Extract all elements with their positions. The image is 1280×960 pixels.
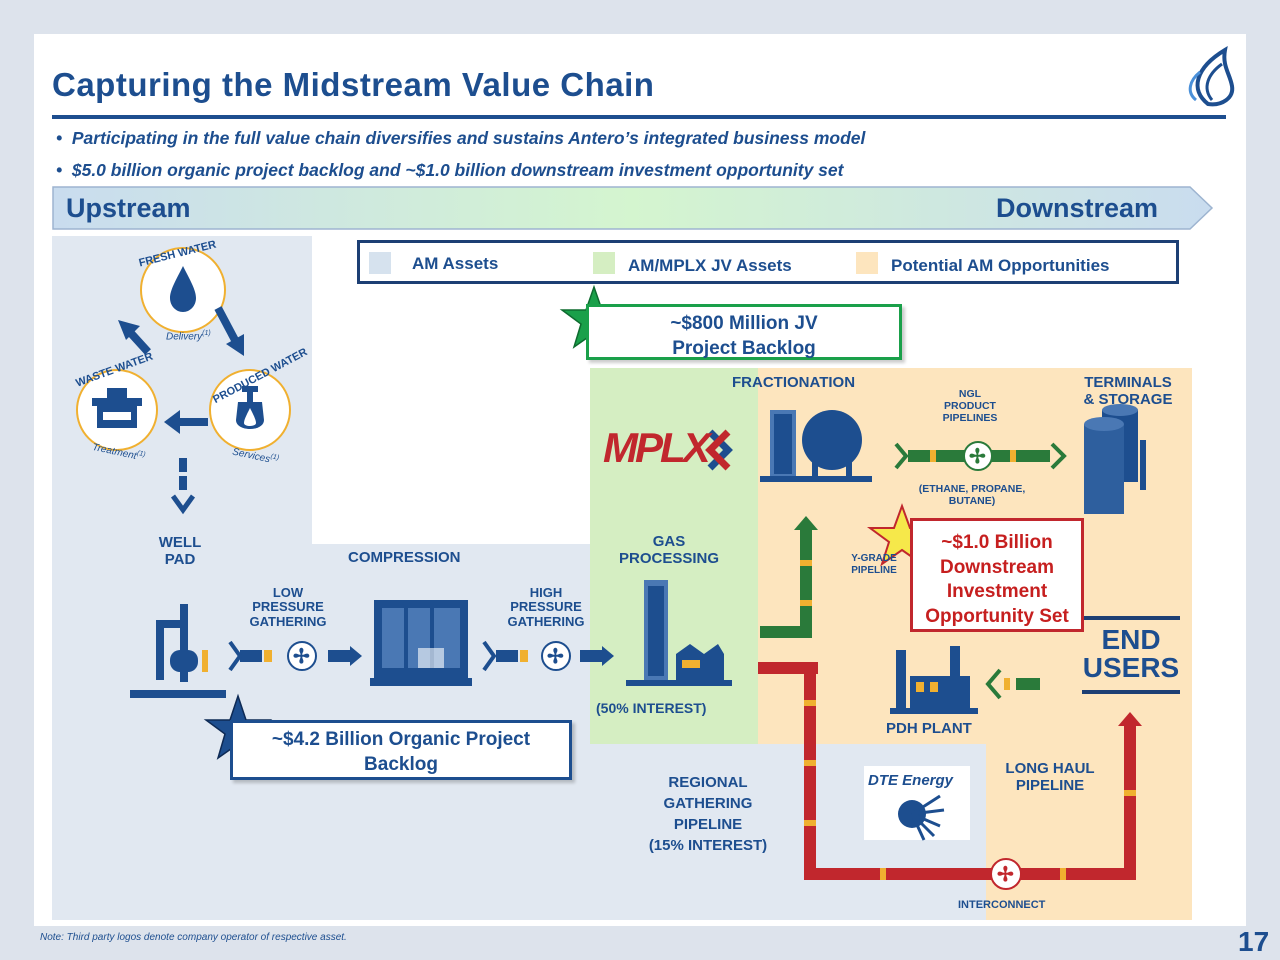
legend-am-assets: AM Assets <box>412 254 499 273</box>
downstream-callout: ~$1.0 Billion Downstream Investment Oppo… <box>910 518 1084 632</box>
valve-icon: ✢ <box>969 446 986 468</box>
regional-gathering-pipeline <box>758 662 1142 890</box>
valve-icon: ✢ <box>997 864 1014 886</box>
fractionation-icon <box>760 410 872 482</box>
ngl-pipeline <box>894 441 1067 471</box>
pdh-plant-label: PDH PLANT <box>886 720 972 737</box>
well-pad-icon <box>130 604 226 698</box>
legend-jv-assets: AM/MPLX JV Assets <box>628 256 792 275</box>
dte-logo: DTE Energy <box>868 772 954 789</box>
end-users-arrow <box>985 668 1040 700</box>
legend <box>357 240 1179 284</box>
value-chain-arrow <box>52 186 1214 230</box>
high-pressure-pipeline <box>482 640 614 672</box>
legend-potential: Potential AM Opportunities <box>891 256 1110 275</box>
legend-swatch-am <box>369 252 391 274</box>
produced-water-icon <box>209 369 291 451</box>
compression-label: COMPRESSION <box>348 549 461 566</box>
terminals-storage-icon <box>1084 404 1146 514</box>
waste-water-icon <box>76 369 158 451</box>
page-number: 17 <box>1238 926 1270 957</box>
bullet-2: • $5.0 billion organic project backlog a… <box>56 160 844 180</box>
downstream-label: Downstream <box>996 193 1159 223</box>
legend-swatch-potential <box>856 252 878 274</box>
title-rule <box>52 115 1226 119</box>
ngl-products-label: (ETHANE, PROPANE,BUTANE) <box>918 483 1026 508</box>
page-title: Capturing the Midstream Value Chain <box>52 66 655 103</box>
organic-backlog-callout: ~$4.2 Billion Organic Project Backlog <box>230 720 572 780</box>
jv-backlog-callout: ~$800 Million JV Project Backlog <box>586 304 902 360</box>
valve-icon: ✢ <box>293 646 310 668</box>
interest-50-label: (50% INTEREST) <box>596 700 707 716</box>
bullet-1: • Participating in the full value chain … <box>56 128 866 148</box>
legend-swatch-jv <box>593 252 615 274</box>
terminals-label: TERMINALS& STORAGE <box>1083 374 1173 409</box>
compression-unit-icon <box>370 600 472 686</box>
delivery-label: Delivery(1) <box>166 330 211 343</box>
footnote: Note: Third party logos denote company o… <box>40 932 347 943</box>
pdh-plant-icon <box>890 646 978 714</box>
valve-icon: ✢ <box>547 646 564 668</box>
fractionation-label: FRACTIONATION <box>732 374 856 391</box>
upstream-label: Upstream <box>66 193 191 223</box>
mplx-logo: MPLX <box>603 424 711 471</box>
gas-processing-icon <box>626 580 732 686</box>
interconnect-label: INTERCONNECT <box>958 899 1046 911</box>
low-pressure-pipeline <box>228 640 362 672</box>
dte-sunburst-icon <box>898 794 945 841</box>
fresh-water-icon <box>140 247 226 333</box>
mplx-logo-icon <box>705 429 733 471</box>
